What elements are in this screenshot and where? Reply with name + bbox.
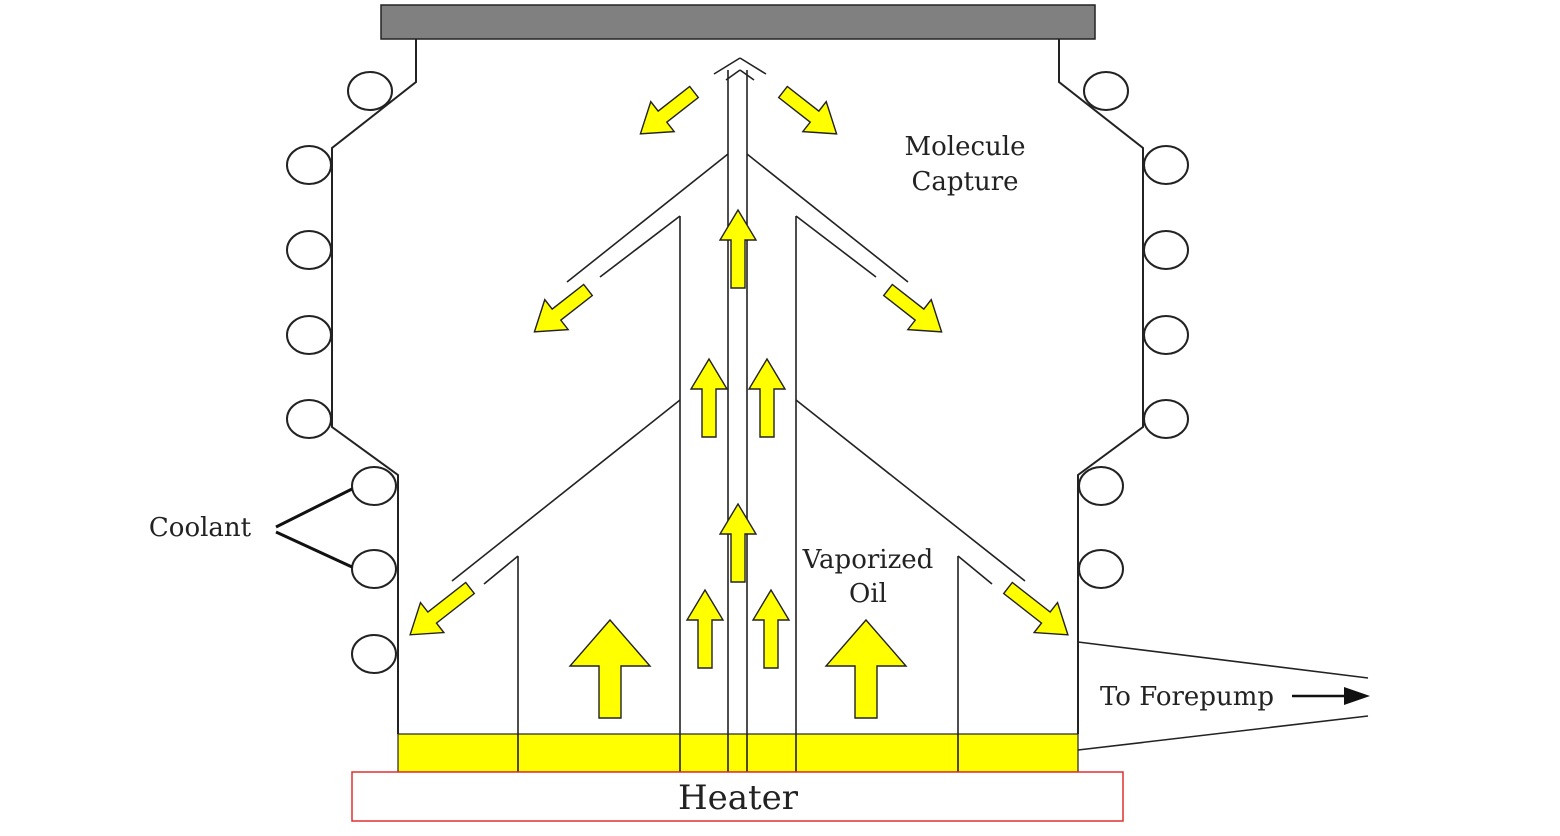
circle-coil-icon [1143, 230, 1189, 270]
circle-coil-icon [286, 399, 332, 439]
coolant-pointer-lower [275, 530, 353, 569]
exhaust-port-bottom [1077, 715, 1369, 751]
to-forepump-label: To Forepump [1100, 682, 1274, 712]
circle-coil-icon [1143, 315, 1189, 355]
yellow-arrow-icon [747, 357, 787, 438]
circle-coil-icon [1143, 145, 1189, 185]
circle-coil-icon [1078, 466, 1124, 506]
coolant-label: Coolant [149, 513, 252, 543]
circle-coil-icon [351, 634, 397, 674]
coolant-pointer-upper [275, 487, 353, 529]
yellow-arrow-icon [689, 357, 729, 438]
right-arrow-icon [1292, 687, 1370, 705]
yellow-arrow-icon [824, 618, 908, 719]
housing-right-wall [1058, 39, 1144, 734]
circle-coil-icon [347, 71, 393, 111]
circle-coil-icon [1078, 549, 1124, 589]
yellow-arrow-icon [718, 502, 758, 583]
exhaust-port-top [1077, 641, 1369, 679]
circle-coil-icon [286, 230, 332, 270]
yellow-arrow-icon [882, 283, 943, 333]
circle-coil-icon [351, 549, 397, 589]
molecule-capture-label: Capture [911, 167, 1018, 197]
yellow-arrow-icon [751, 588, 791, 669]
yellow-arrow-icon [409, 581, 476, 636]
vaporized-oil-label: Oil [849, 579, 887, 609]
molecule-capture-label: Molecule [905, 132, 1026, 162]
circle-coil-icon [286, 315, 332, 355]
vapor-arrows [409, 85, 1069, 719]
circle-coil-icon [351, 466, 397, 506]
yellow-arrow-icon [718, 208, 758, 289]
circle-coil-icon [1143, 399, 1189, 439]
yellow-arrow-icon [1002, 581, 1069, 636]
chimneys [517, 70, 959, 772]
jet-deflectors [451, 57, 1026, 585]
oil-pool [397, 733, 1079, 773]
heater [351, 771, 1124, 822]
vaporized-oil-label: Vaporized [802, 545, 934, 575]
yellow-arrow-icon [685, 588, 725, 669]
circle-coil-icon [1083, 71, 1129, 111]
yellow-arrow-icon [639, 85, 700, 135]
yellow-arrow-icon [533, 283, 594, 333]
coolant-coils [286, 71, 1189, 674]
circle-coil-icon [286, 145, 332, 185]
heater-label: Heater [678, 778, 799, 818]
top-plate [380, 4, 1096, 40]
housing-left-wall [331, 39, 417, 734]
yellow-arrow-icon [777, 85, 838, 135]
yellow-arrow-icon [568, 618, 652, 719]
